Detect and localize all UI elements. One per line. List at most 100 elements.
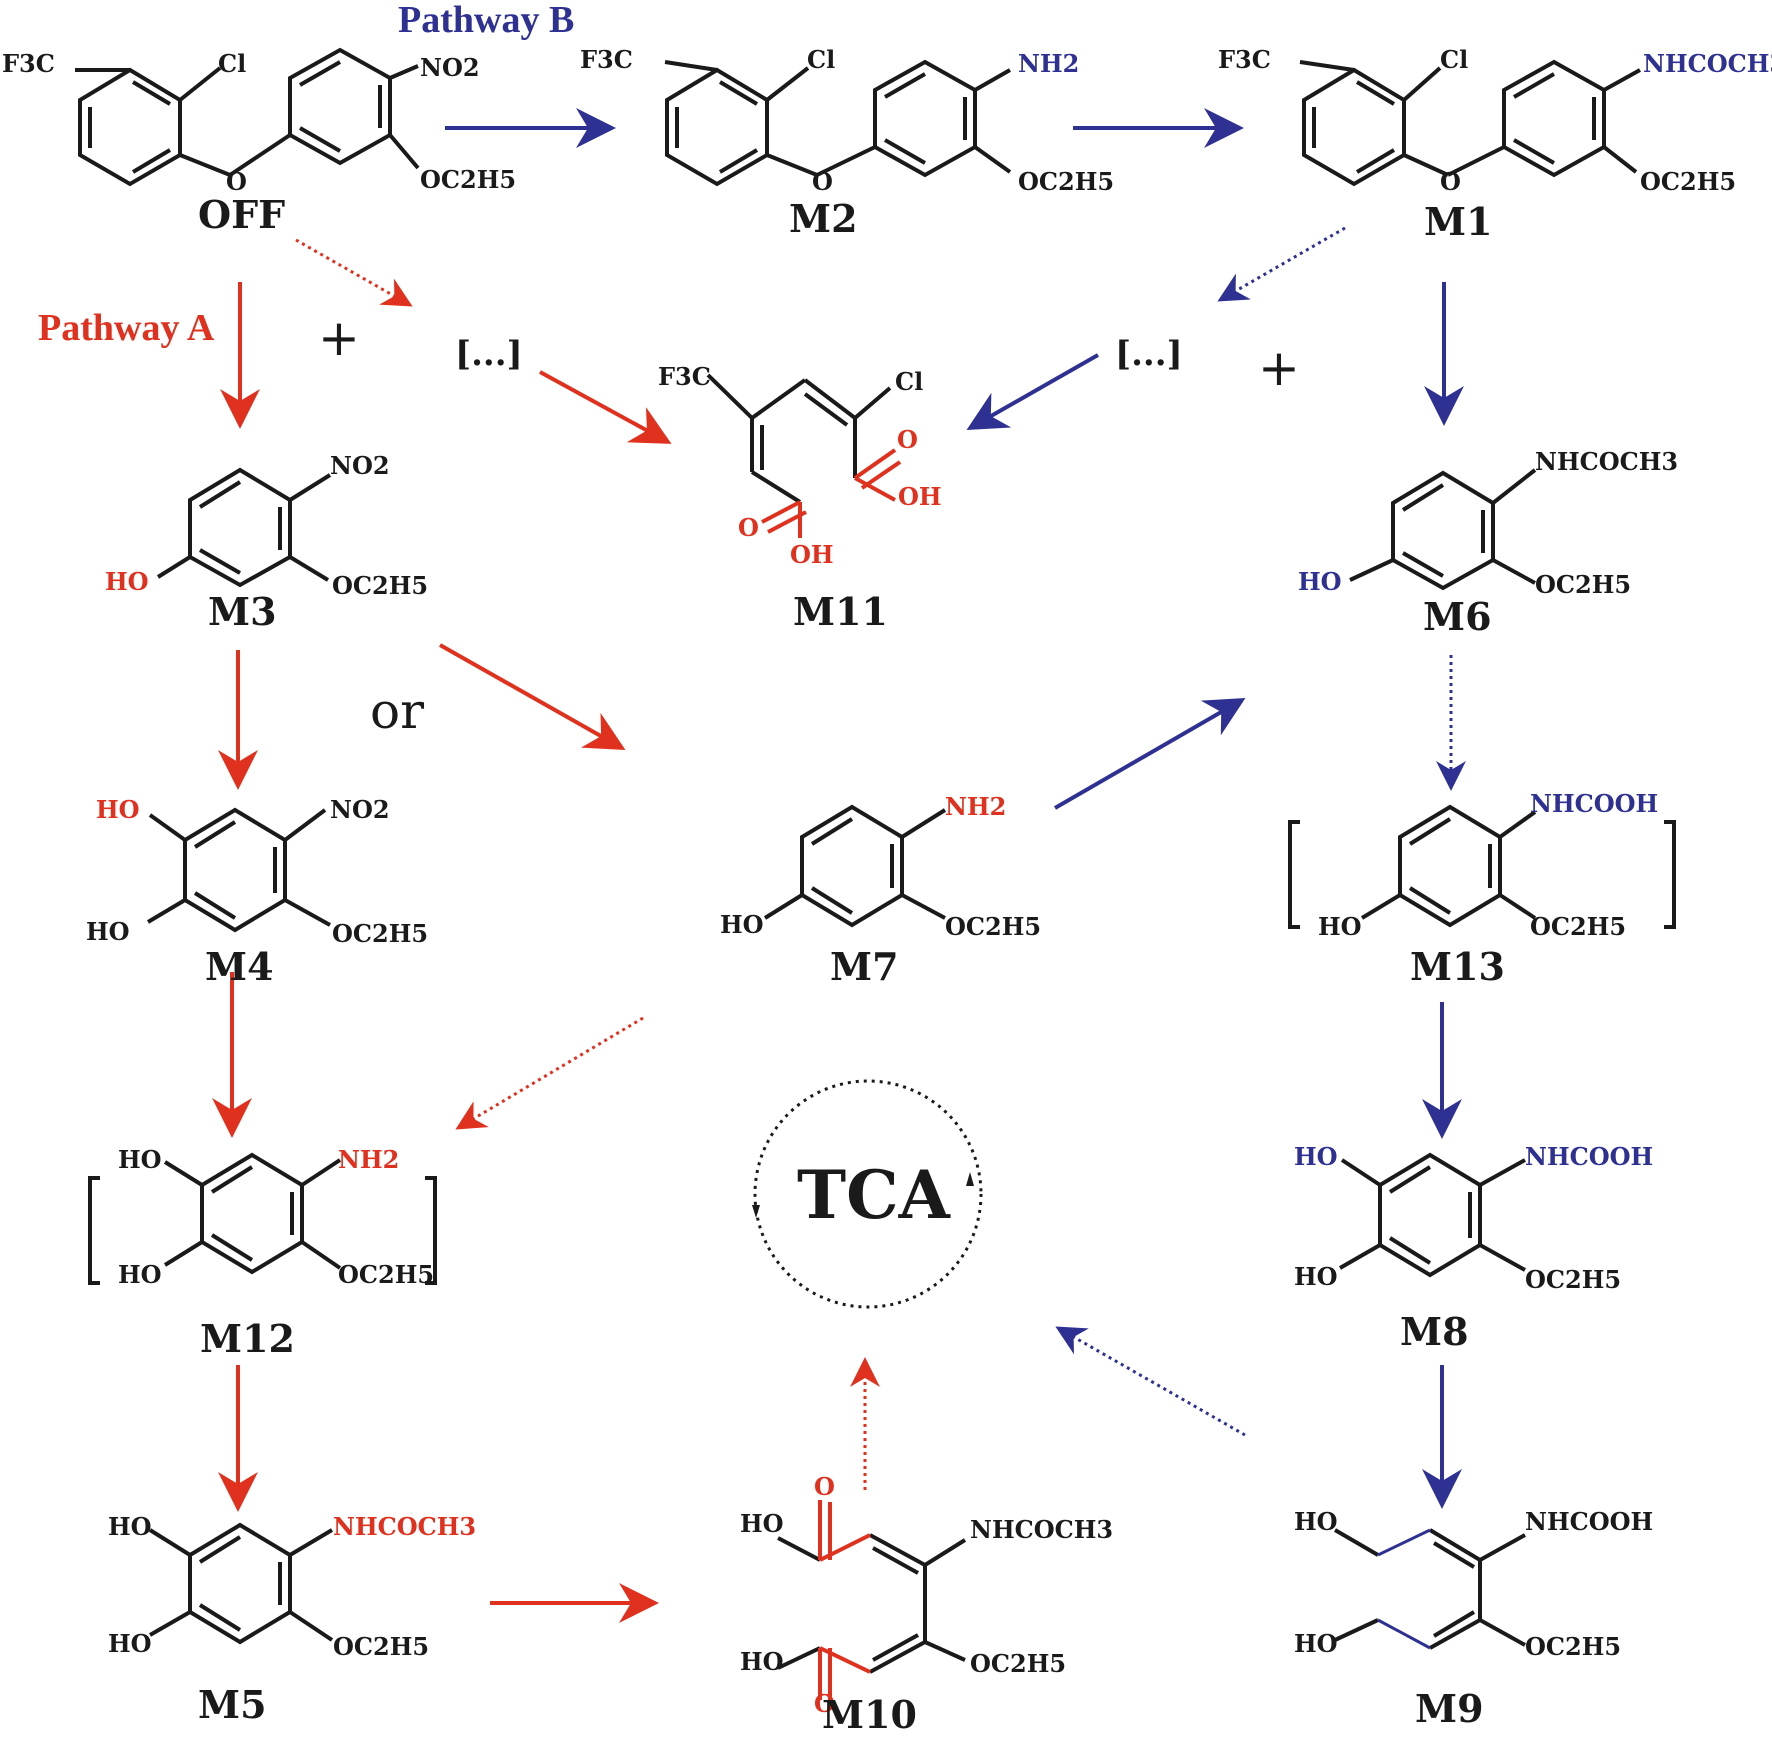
compound-m11 xyxy=(706,373,892,504)
m7-oc2h5: OC2H5 xyxy=(945,912,1041,941)
tca-arrowhead-left xyxy=(752,1205,760,1218)
label-m7: M7 xyxy=(830,944,899,989)
arrow-intermediate-to-m11-b xyxy=(966,353,1099,430)
label-m13: M13 xyxy=(1410,944,1505,989)
arrow-off-to-intermediate xyxy=(295,238,413,307)
m6-nhcoch3: NHCOCH3 xyxy=(1535,447,1678,476)
m4-ho-top: HO xyxy=(96,795,140,824)
m3-oc2h5: OC2H5 xyxy=(332,571,428,600)
label-m9: M9 xyxy=(1415,1686,1484,1731)
label-m11: M11 xyxy=(793,589,888,634)
m11-cf3: F3C xyxy=(658,362,711,391)
tca-cycle-circle xyxy=(753,1079,983,1309)
m4-ho-bottom: HO xyxy=(86,917,130,946)
compound-m12 xyxy=(88,1152,437,1285)
m12-oc2h5: OC2H5 xyxy=(338,1260,434,1289)
m2-oc2h5: OC2H5 xyxy=(1018,167,1114,196)
m10-ho-top: HO xyxy=(740,1509,784,1538)
m5-nhcoch3: NHCOCH3 xyxy=(333,1512,476,1541)
m10-o-top: O xyxy=(814,1472,835,1501)
arrow-m7-to-m6 xyxy=(1053,697,1246,810)
label-m8: M8 xyxy=(1400,1309,1469,1354)
tca-label: TCA xyxy=(797,1156,951,1234)
m11-o-left: O xyxy=(738,513,759,542)
compound-m2 xyxy=(664,59,1012,187)
m7-nh2: NH2 xyxy=(945,792,1006,821)
m11-cl: Cl xyxy=(895,367,923,396)
intermediate-bracket-right: [...] xyxy=(1115,334,1183,374)
m4-oc2h5: OC2H5 xyxy=(332,919,428,948)
compound-m13 xyxy=(1288,804,1676,929)
off-cl: Cl xyxy=(218,49,246,78)
svg-text:O: O xyxy=(812,167,833,196)
compound-m4 xyxy=(146,807,331,933)
plus-sign-right: + xyxy=(1258,339,1300,397)
m8-ho-bottom: HO xyxy=(1294,1262,1338,1291)
label-m12: M12 xyxy=(200,1316,295,1361)
compound-m10 xyxy=(777,1533,967,1674)
label-off: OFF xyxy=(198,192,285,237)
intermediate-bracket-left: [...] xyxy=(455,334,523,374)
m9-nhcooh: NHCOOH xyxy=(1525,1507,1653,1536)
m8-ho-top: HO xyxy=(1294,1142,1338,1171)
m2-cl: Cl xyxy=(807,45,835,74)
label-m4: M4 xyxy=(205,944,274,989)
m12-nh2: NH2 xyxy=(338,1145,399,1174)
compound-m8 xyxy=(1339,1152,1526,1278)
m13-nhcooh: NHCOOH xyxy=(1530,789,1658,818)
arrow-m3-to-m7 xyxy=(439,643,626,750)
arrow-m7-to-m12 xyxy=(455,1016,644,1130)
plus-sign-left: + xyxy=(318,309,360,367)
label-m2: M2 xyxy=(789,196,858,241)
compound-m5 xyxy=(148,1522,334,1645)
pathway-b-title: Pathway B xyxy=(398,0,574,41)
m8-nhcooh: NHCOOH xyxy=(1525,1142,1653,1171)
tca-arrowhead-right xyxy=(966,1172,974,1186)
m12-ho-top: HO xyxy=(118,1145,162,1174)
off-oc2h5: OC2H5 xyxy=(420,165,516,194)
arrow-m1-to-intermediate xyxy=(1217,226,1346,302)
m9-oc2h5: OC2H5 xyxy=(1525,1632,1621,1661)
label-m10: M10 xyxy=(822,1692,917,1732)
or-label: or xyxy=(370,682,424,740)
m4-no2: NO2 xyxy=(330,795,390,824)
off-cf3: F3C xyxy=(2,49,55,78)
m5-ho-bottom: HO xyxy=(108,1629,152,1658)
m13-ho: HO xyxy=(1318,912,1362,941)
arrow-intermediate-to-m11-a xyxy=(539,370,672,444)
label-m1: M1 xyxy=(1424,199,1493,244)
label-m3: M3 xyxy=(208,589,277,634)
m10-ho-bottom: HO xyxy=(740,1647,784,1676)
svg-text:O: O xyxy=(226,167,247,196)
m10-oc2h5: OC2H5 xyxy=(970,1649,1066,1678)
m12-ho-bottom: HO xyxy=(118,1260,162,1289)
m1-cl: Cl xyxy=(1440,45,1468,74)
m5-oc2h5: OC2H5 xyxy=(333,1632,429,1661)
m9-ho-top: HO xyxy=(1294,1507,1338,1536)
m1-cf3: F3C xyxy=(1218,45,1271,74)
m6-ho: HO xyxy=(1298,567,1342,596)
pathway-a-title: Pathway A xyxy=(38,307,215,349)
m8-oc2h5: OC2H5 xyxy=(1525,1265,1621,1294)
compound-m7 xyxy=(763,804,947,928)
label-m5: M5 xyxy=(198,1682,267,1727)
m10-carbonyl-groups xyxy=(818,1500,871,1700)
compound-m1 xyxy=(1299,59,1641,187)
m13-oc2h5: OC2H5 xyxy=(1530,912,1626,941)
arrow-m9-to-tca xyxy=(1055,1326,1246,1437)
m11-acid-groups xyxy=(761,448,902,538)
m9-chain-bonds xyxy=(1377,1528,1431,1650)
m11-oh-right: OH xyxy=(898,482,942,511)
m3-ho: HO xyxy=(105,567,149,596)
m2-cf3: F3C xyxy=(580,45,633,74)
m3-no2: NO2 xyxy=(330,451,390,480)
compound-m6 xyxy=(1349,468,1537,591)
m11-o-right: O xyxy=(897,425,918,454)
off-no2: NO2 xyxy=(420,53,480,82)
compound-off xyxy=(75,47,420,187)
compound-m9 xyxy=(1333,1528,1526,1650)
label-m6: M6 xyxy=(1423,594,1492,639)
m2-nh2: NH2 xyxy=(1018,49,1079,78)
